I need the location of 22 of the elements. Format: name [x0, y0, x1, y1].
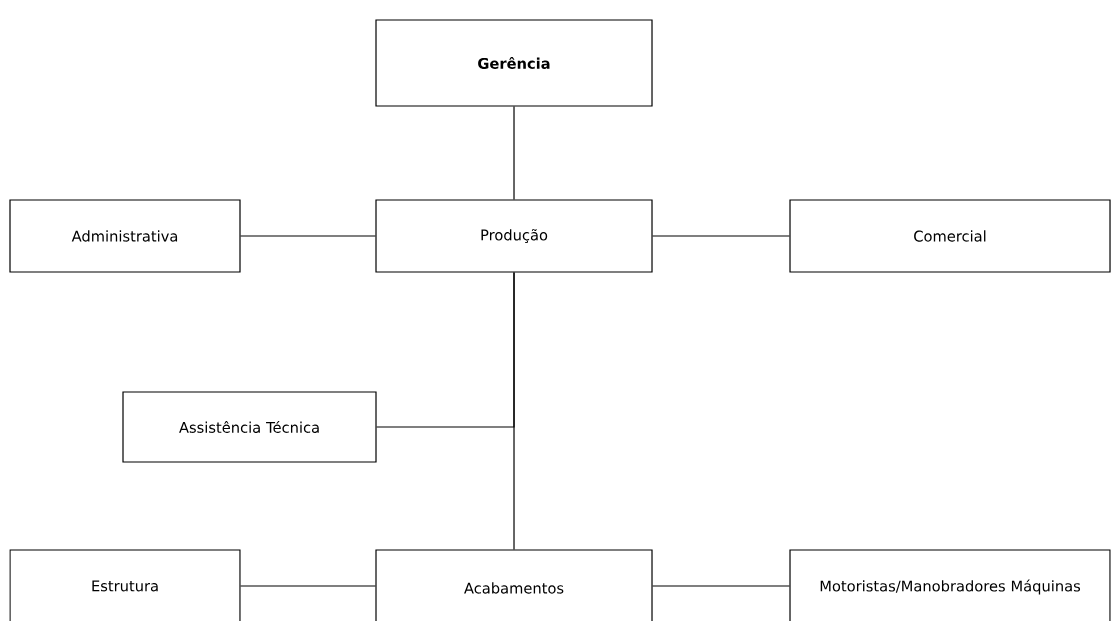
box	[789, 549, 1111, 621]
box	[122, 391, 377, 463]
box-label: Motoristas/Manobradores Máquinas	[820, 579, 1081, 595]
box	[9, 549, 241, 621]
box	[9, 199, 241, 273]
connector-line	[652, 585, 790, 587]
connector-line	[513, 106, 515, 200]
box-label: Acabamentos	[464, 582, 564, 594]
connector-line	[652, 235, 790, 237]
box-label: Gerência	[478, 57, 550, 69]
box-label: Assistência Técnica	[179, 421, 319, 433]
box-label: Produção	[481, 228, 548, 244]
box-label: Administrativa	[71, 230, 178, 242]
box-label: Estrutura	[92, 580, 158, 592]
connector-line	[513, 272, 515, 550]
box	[789, 199, 1111, 273]
box-label: Comercial	[914, 230, 986, 242]
box	[375, 19, 653, 107]
connector-line	[240, 585, 376, 587]
box	[375, 199, 653, 273]
box	[375, 549, 653, 621]
connector-line	[240, 235, 376, 237]
